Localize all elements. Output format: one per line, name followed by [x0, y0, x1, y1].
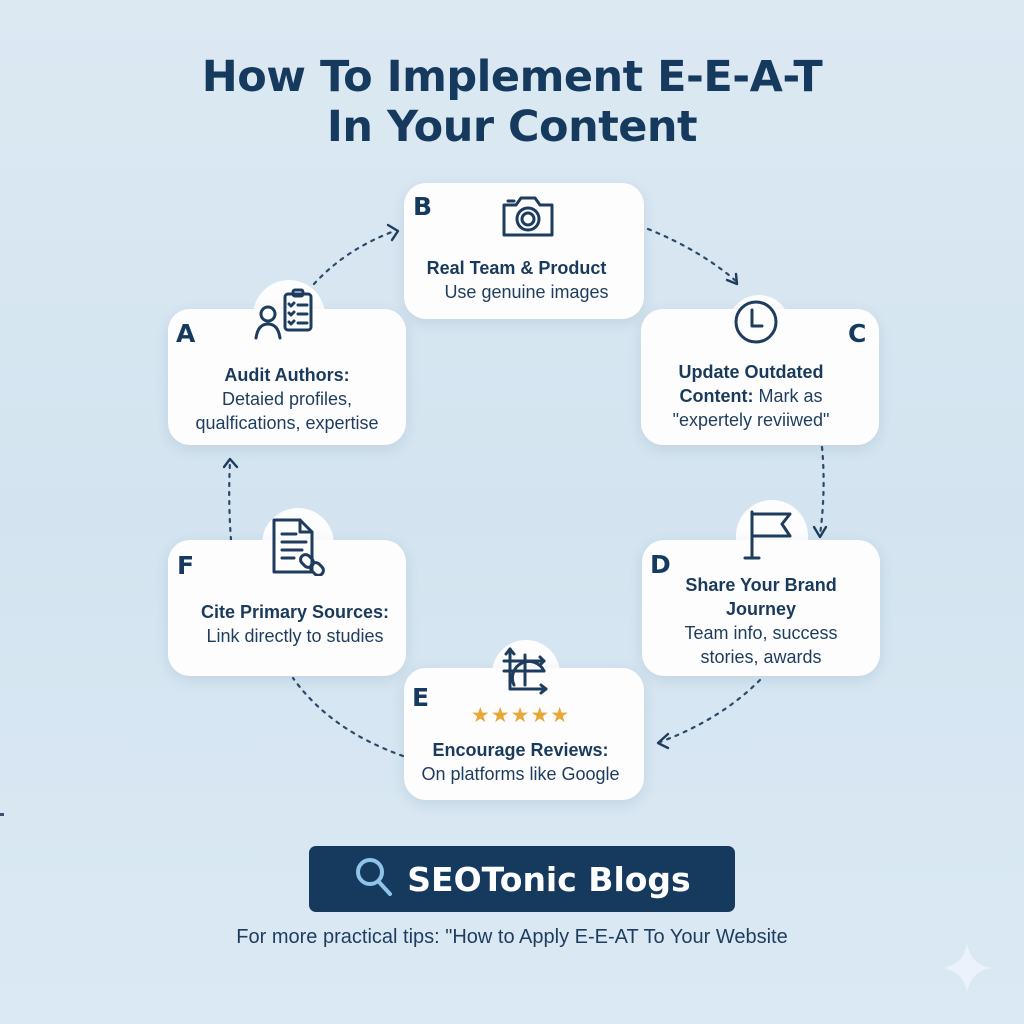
brand-banner[interactable]: SEOTonic Blogs	[309, 846, 735, 912]
title-line-1: How To Implement E-E-A-T	[201, 52, 823, 102]
step-letter: D	[650, 550, 671, 579]
clock-icon	[732, 298, 780, 346]
step-description: Link directly to studies	[206, 626, 384, 646]
step-letter: C	[848, 319, 867, 348]
title-line-2: In Your Content	[326, 102, 698, 152]
step-letter: A	[176, 319, 196, 348]
step-heading: Share Your Brand	[685, 575, 837, 595]
step-description: qualfications, expertise	[195, 413, 379, 433]
step-heading: Audit Authors:	[224, 365, 350, 385]
step-heading-cont: Content:	[679, 386, 754, 406]
step-letter: F	[177, 551, 195, 580]
step-letter: E	[412, 683, 430, 712]
step-description: stories, awards	[700, 647, 822, 667]
author-checklist-icon	[254, 288, 318, 344]
step-description: Use genuine images	[444, 282, 609, 302]
search-icon	[353, 855, 397, 904]
star-rating: ★★★★★	[470, 704, 571, 727]
step-description: On platforms like Google	[421, 764, 620, 784]
page-title: How To Implement E-E-A-T In Your Content	[0, 52, 1024, 152]
step-heading: Cite Primary Sources:	[200, 602, 390, 622]
globe-arrows-icon	[500, 645, 550, 695]
document-link-icon	[270, 516, 330, 576]
step-heading: Encourage Reviews:	[432, 740, 609, 760]
step-description: Detaied profiles,	[221, 389, 353, 409]
footer-tip: For more practical tips: "How to Apply E…	[236, 926, 788, 948]
edge-mark	[0, 813, 4, 816]
step-letter: B	[413, 192, 433, 221]
step-heading: Real Team & Product	[426, 258, 607, 278]
sparkle-icon	[942, 943, 992, 993]
brand-label: SEOTonic Blogs	[407, 859, 691, 899]
step-heading-cont: Journey	[725, 599, 797, 619]
step-description: Mark as	[753, 386, 823, 406]
step-description: "expertely reviiwed"	[672, 410, 830, 430]
camera-icon	[500, 193, 556, 239]
step-heading: Update Outdated	[678, 362, 824, 382]
step-description: Team info, success	[684, 623, 838, 643]
flag-icon	[742, 508, 794, 564]
